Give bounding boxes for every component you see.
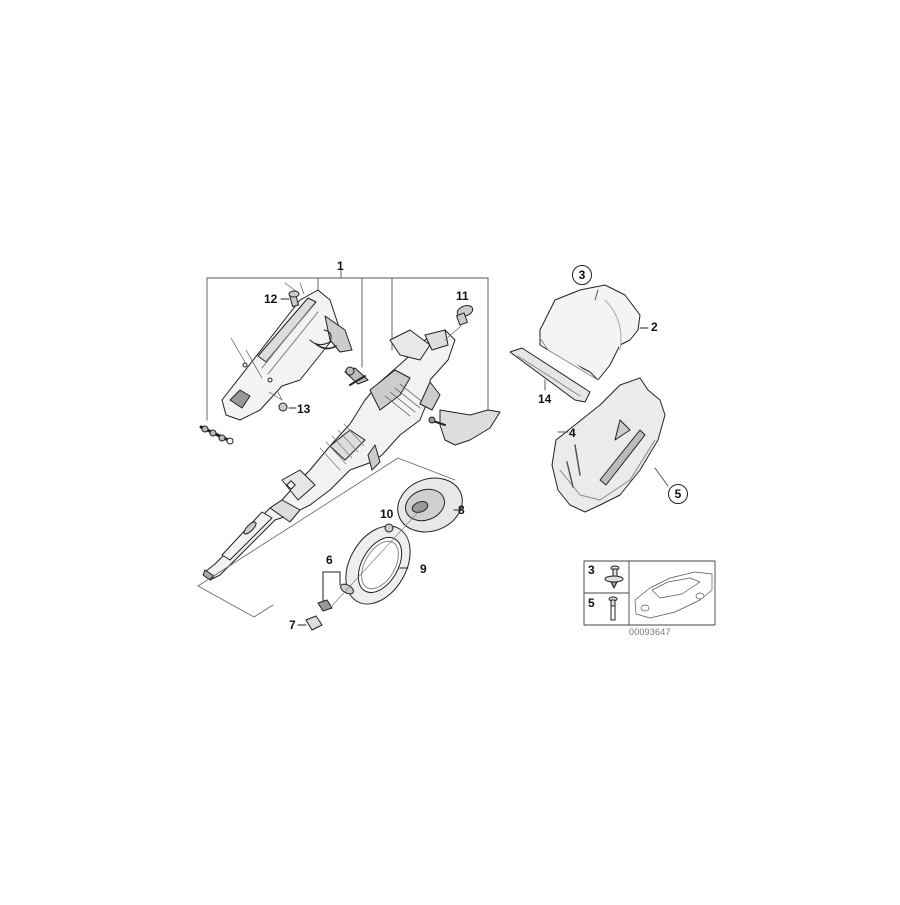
callout-11: 11 xyxy=(456,289,469,303)
callout-13: 13 xyxy=(297,402,311,416)
callout-14: 14 xyxy=(538,392,552,406)
callout-9: 9 xyxy=(420,562,427,576)
callout-12: 12 xyxy=(264,292,278,306)
release-lever xyxy=(428,409,501,446)
callout-5-circled: 5 xyxy=(668,484,688,504)
lower-trim-cover xyxy=(551,377,666,513)
callout-1-bracket xyxy=(206,269,489,421)
callout-6: 6 xyxy=(326,553,333,567)
callout-8: 8 xyxy=(458,503,465,517)
part-8 xyxy=(397,477,463,533)
lower-group-bracket xyxy=(197,457,456,618)
screw-12 xyxy=(288,290,300,308)
upper-trim-cover xyxy=(539,284,641,381)
inset-label-3: 3 xyxy=(588,563,595,577)
callout-2: 2 xyxy=(651,320,658,334)
part-9 xyxy=(345,525,411,605)
part-7 xyxy=(305,615,323,631)
bolt-11 xyxy=(456,305,474,326)
inset-label-5: 5 xyxy=(588,596,595,610)
callout-4: 4 xyxy=(569,426,576,440)
inset-rivet xyxy=(604,565,624,589)
lower-shaft xyxy=(202,511,273,581)
trim-rail-14 xyxy=(509,347,591,403)
part-6 xyxy=(317,571,354,612)
callout-7: 7 xyxy=(289,618,296,632)
part-10 xyxy=(384,523,394,533)
callout-3-circled: 3 xyxy=(572,265,592,285)
nut-13 xyxy=(278,402,288,412)
inset-car xyxy=(634,571,713,619)
callout-1: 1 xyxy=(337,259,344,273)
inset-screw xyxy=(608,596,618,621)
spring-part xyxy=(344,366,369,386)
upper-bracket-part xyxy=(221,289,353,421)
bolt-assembly xyxy=(199,425,234,445)
reference-number: 00093647 xyxy=(629,627,671,637)
callout-10: 10 xyxy=(380,507,394,521)
